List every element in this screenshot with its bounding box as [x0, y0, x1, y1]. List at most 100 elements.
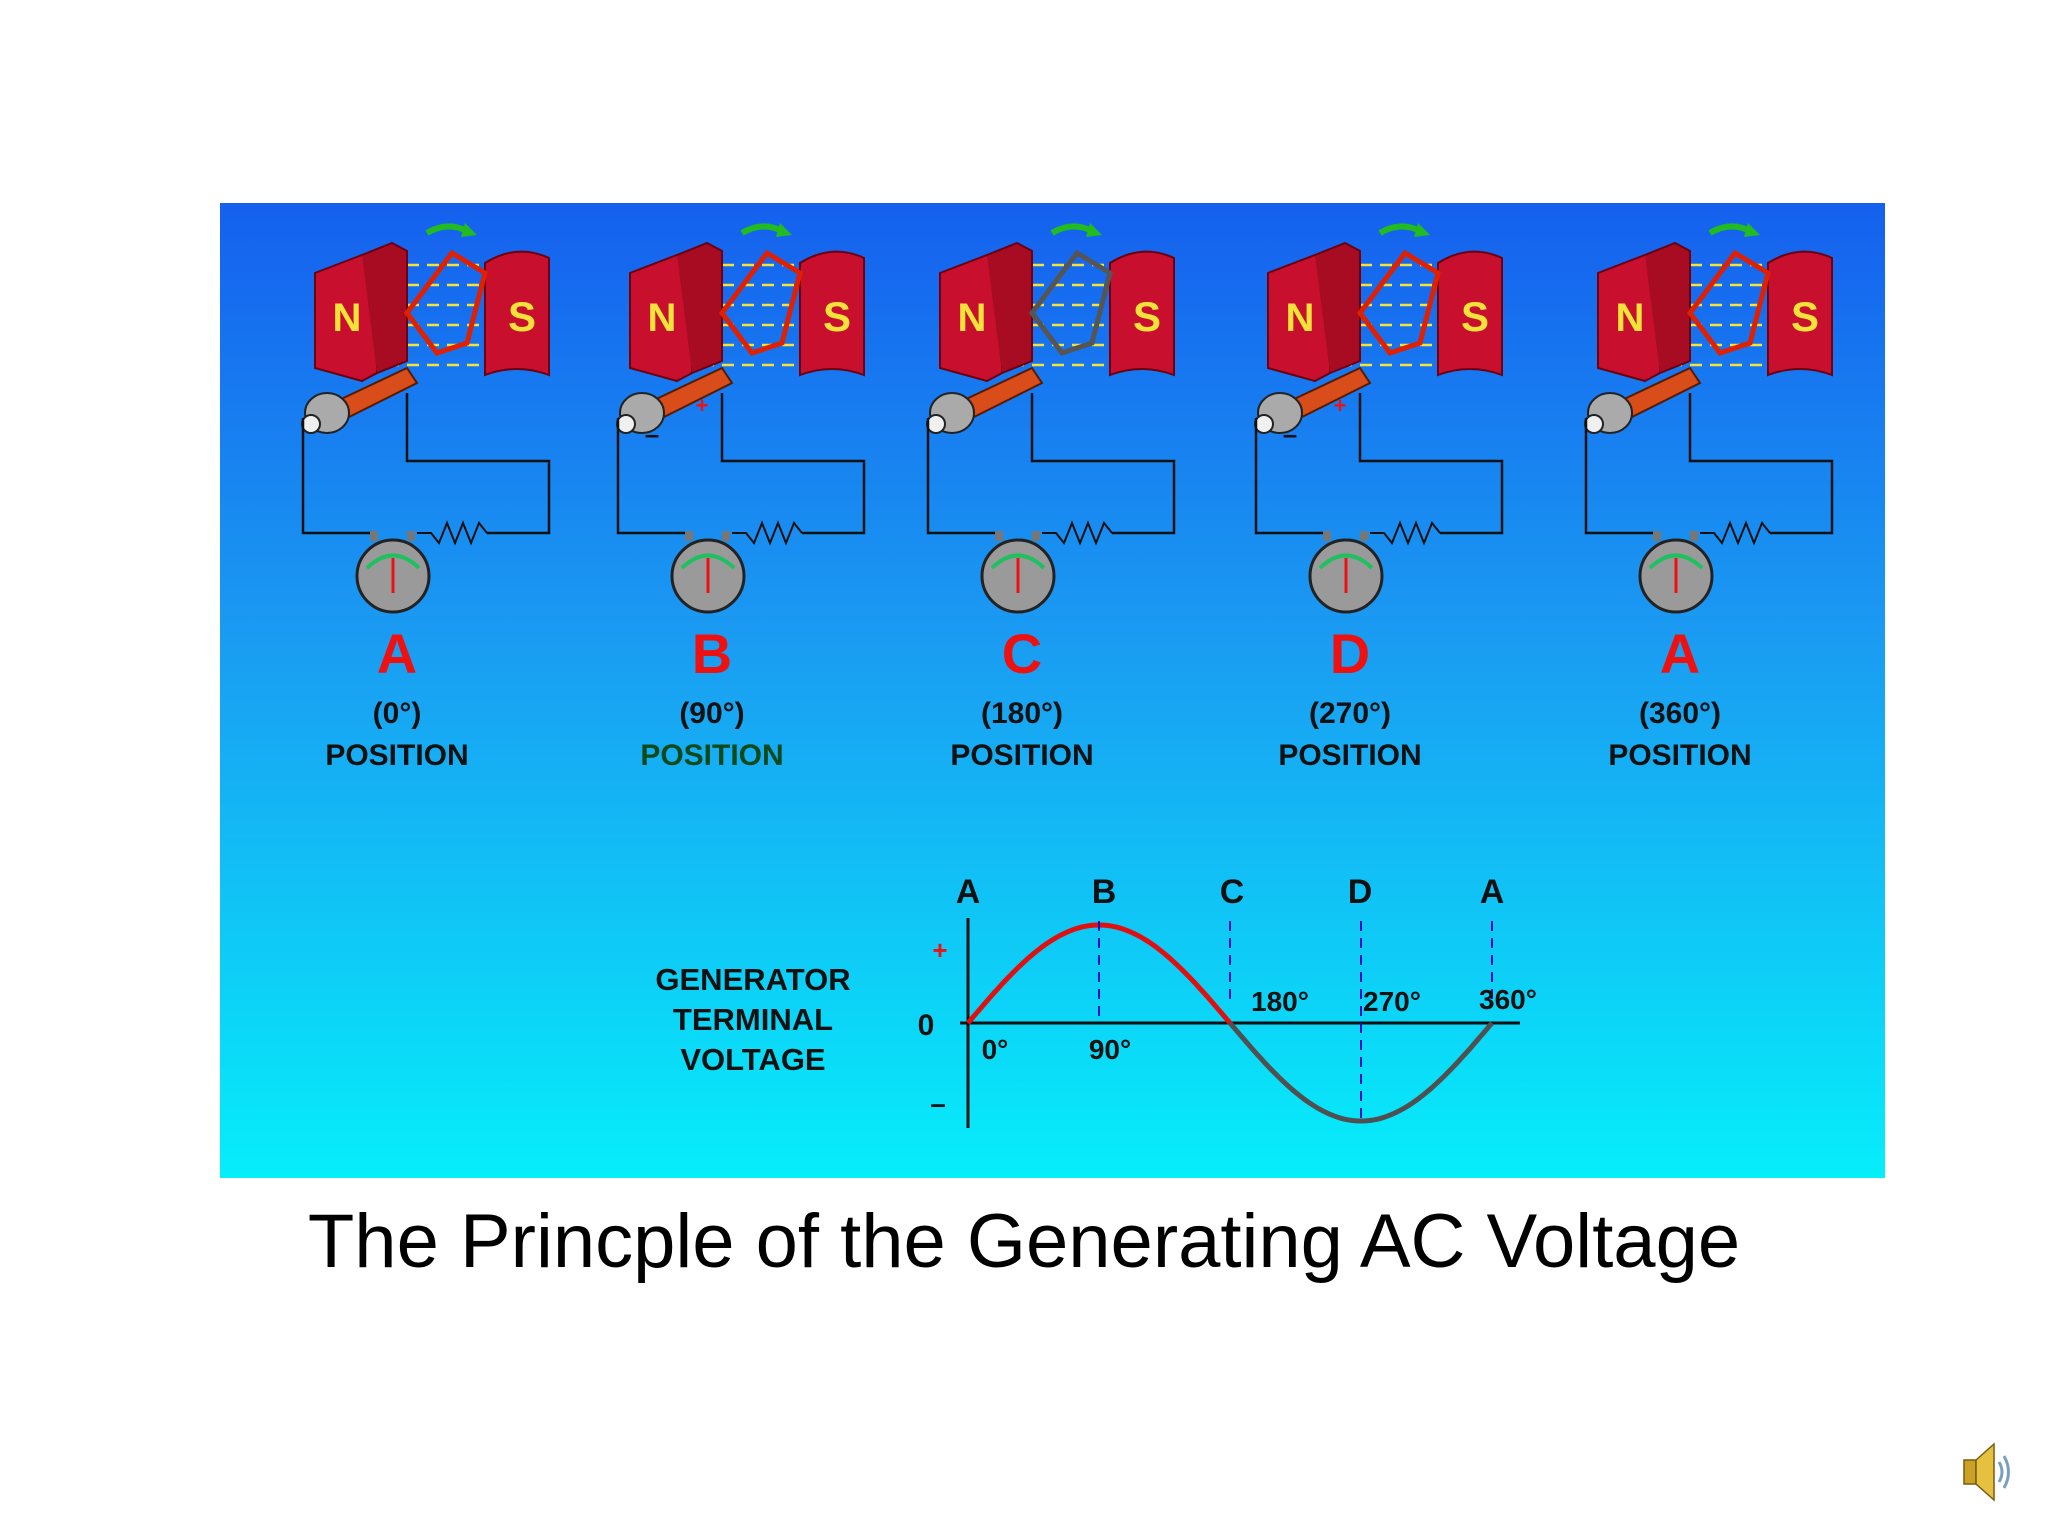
- rotation-arrow: [1378, 223, 1422, 236]
- rotation-arrow-head: [1086, 223, 1102, 237]
- armature-coil: [1686, 249, 1771, 356]
- graph-letter: A: [956, 873, 981, 911]
- rotation-arrow-head: [1414, 223, 1430, 237]
- position-letter: A: [1660, 622, 1700, 685]
- degree-label: 180°: [1251, 986, 1309, 1017]
- rotation-arrow: [1050, 223, 1094, 236]
- polarity-plus: +: [1334, 393, 1347, 418]
- resistor: [1042, 520, 1113, 546]
- degree-label: 90°: [1089, 1034, 1131, 1065]
- y-plus-label: +: [932, 935, 947, 965]
- north-label: N: [333, 296, 362, 340]
- negative-half-wave: [1228, 1021, 1494, 1124]
- north-magnet-face: [361, 241, 408, 374]
- meter-scale: [1318, 553, 1374, 570]
- position-angle: (0°): [373, 697, 422, 730]
- y-zero-label: 0: [918, 1009, 935, 1042]
- rotation-arrow-head: [1744, 223, 1760, 237]
- rotation-arrow: [1708, 223, 1752, 236]
- position-label: POSITION: [640, 739, 783, 772]
- north-label: N: [958, 296, 987, 340]
- north-magnet-face: [986, 241, 1033, 374]
- north-magnet-face: [676, 241, 723, 374]
- circuit-wire-right: [1688, 393, 1834, 535]
- position-label: POSITION: [325, 739, 468, 772]
- south-magnet: [799, 250, 865, 377]
- meter-terminal: [722, 531, 730, 541]
- meter-terminal: [1032, 531, 1040, 541]
- south-label: S: [1133, 293, 1161, 340]
- circuit-wire-left: [1584, 418, 1660, 535]
- circuit-wire-left: [926, 418, 1002, 535]
- position-letter: B: [692, 622, 732, 685]
- position-panel-a-4: N S A (360°) POSITION: [1584, 223, 1834, 772]
- polarity-plus: +: [696, 393, 709, 418]
- meter-terminal: [1690, 531, 1698, 541]
- meter-scale: [1648, 553, 1704, 570]
- meter-terminal: [1653, 531, 1661, 541]
- position-angle: (270°): [1309, 697, 1391, 730]
- north-magnet-face: [1314, 241, 1361, 374]
- meter-terminal: [1360, 531, 1368, 541]
- resistor: [417, 520, 488, 546]
- polarity-minus: –: [1283, 419, 1297, 449]
- position-label: POSITION: [1278, 739, 1421, 772]
- south-magnet: [484, 250, 550, 377]
- south-magnet: [1109, 250, 1175, 377]
- degree-label: 0°: [982, 1034, 1009, 1065]
- north-label: N: [1286, 296, 1315, 340]
- graph-letter: B: [1092, 873, 1117, 911]
- speaker-icon[interactable]: [1962, 1438, 2014, 1506]
- graph-title-line: TERMINAL: [673, 1002, 833, 1037]
- position-angle: (360°): [1639, 697, 1721, 730]
- circuit-wire-right: [1030, 393, 1176, 535]
- armature-coil: [1356, 249, 1441, 356]
- meter-terminal: [995, 531, 1003, 541]
- circuit-wire-left: [1254, 418, 1330, 535]
- resistor: [1370, 520, 1441, 546]
- meter-terminal: [370, 531, 378, 541]
- circuit-wire-right: [720, 393, 866, 535]
- shaft-end: [926, 414, 946, 434]
- graph-letter: D: [1348, 873, 1373, 911]
- y-minus-label: –: [930, 1088, 946, 1119]
- graph-title-line: GENERATOR: [655, 962, 850, 997]
- south-label: S: [1791, 293, 1819, 340]
- meter-terminal: [1323, 531, 1331, 541]
- south-magnet: [1767, 250, 1833, 377]
- position-angle: (90°): [679, 697, 744, 730]
- north-label: N: [1616, 296, 1645, 340]
- position-label: POSITION: [1608, 739, 1751, 772]
- south-magnet: [1437, 250, 1503, 377]
- rotation-arrow: [425, 223, 469, 236]
- degree-label: 270°: [1363, 986, 1421, 1017]
- position-letter: A: [377, 622, 417, 685]
- shaft-end: [301, 414, 321, 434]
- resistor: [1700, 520, 1771, 546]
- circuit-wire-right: [405, 393, 551, 535]
- north-label: N: [648, 296, 677, 340]
- position-angle: (180°): [981, 697, 1063, 730]
- rotation-arrow: [740, 223, 784, 236]
- meter-scale: [365, 553, 421, 570]
- circuit-wire-right: [1358, 393, 1504, 535]
- meter-terminal: [685, 531, 693, 541]
- armature-coil: [1028, 249, 1113, 356]
- shaft-end: [1254, 414, 1274, 434]
- position-label: POSITION: [950, 739, 1093, 772]
- meter-terminal: [407, 531, 415, 541]
- armature-coil: [403, 249, 488, 356]
- shaft-end: [1584, 414, 1604, 434]
- rotation-arrow-head: [461, 223, 477, 237]
- armature-coil: [718, 249, 803, 356]
- south-label: S: [823, 293, 851, 340]
- degree-label: 360°: [1479, 984, 1537, 1015]
- rotation-arrow-head: [776, 223, 792, 237]
- position-letter: D: [1330, 622, 1370, 685]
